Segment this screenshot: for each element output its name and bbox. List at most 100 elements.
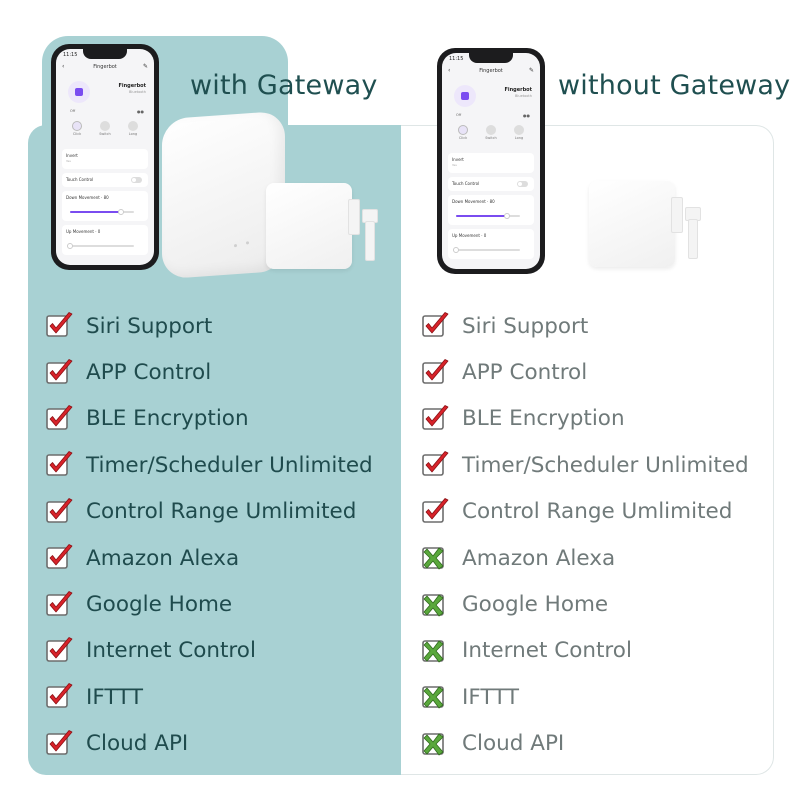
device-subtitle: Bluetooth <box>515 94 532 98</box>
up-movement-label: Up Movement · 0 <box>452 233 487 238</box>
down-movement-label-text: Down Movement <box>452 199 486 204</box>
feature-item: IFTTT <box>420 674 749 720</box>
checkbox-check-icon <box>420 404 450 434</box>
fingerbot-arm <box>688 219 698 259</box>
heading-with-gateway: with Gateway <box>190 70 378 101</box>
fingerbot-device-image <box>589 181 701 267</box>
device-name: Fingerbot <box>118 83 146 89</box>
checkbox-cross-icon <box>420 590 450 620</box>
fingerbot-app-icon <box>454 85 476 107</box>
feature-label: BLE Encryption <box>86 406 249 432</box>
mode-label: Long <box>128 132 138 136</box>
checkbox-check-icon <box>44 311 74 341</box>
feature-item: Internet Control <box>420 628 749 674</box>
feature-label: Cloud API <box>462 731 565 757</box>
touch-control-toggle <box>517 181 528 187</box>
up-movement-value: 0 <box>483 233 487 238</box>
feature-item: Timer/Scheduler Unlimited <box>44 442 373 488</box>
checkbox-check-icon <box>420 497 450 527</box>
mode-label: Switch <box>485 136 497 140</box>
power-state: Off <box>456 113 462 117</box>
touch-control-row: Touch Control <box>62 173 148 187</box>
feature-label: Siri Support <box>86 313 213 339</box>
feature-label: Timer/Scheduler Unlimited <box>462 452 749 478</box>
feature-label: APP Control <box>86 360 212 386</box>
device-name: Fingerbot <box>504 87 532 93</box>
mode-label: Click <box>72 132 82 136</box>
feature-item: Cloud API <box>420 721 749 767</box>
down-movement-row: Down Movement · 80 <box>448 195 534 225</box>
up-movement-row: Up Movement · 0 <box>448 229 534 259</box>
up-movement-value: 0 <box>97 229 101 234</box>
phone-screen: 11:15 ‹ Fingerbot ✎ Fingerbot Bluetooth … <box>442 53 540 269</box>
feature-label: Control Range Umlimited <box>462 499 733 525</box>
feature-item: Control Range Umlimited <box>44 489 373 535</box>
feature-item: Control Range Umlimited <box>420 489 749 535</box>
click-mode-icon <box>72 121 82 131</box>
up-movement-slider <box>453 247 520 253</box>
fingerbot-arm <box>671 197 683 233</box>
battery-icon: ●● <box>523 113 530 118</box>
screen-title: Fingerbot <box>93 64 117 70</box>
checkbox-check-icon <box>44 450 74 480</box>
invert-value: Yes <box>452 163 457 167</box>
feature-item: Siri Support <box>420 303 749 349</box>
mode-long: Long <box>122 121 144 136</box>
mode-switch: Switch <box>94 121 116 136</box>
up-movement-slider <box>67 243 134 249</box>
feature-item: APP Control <box>420 349 749 395</box>
down-movement-slider <box>70 209 134 215</box>
checkbox-check-icon <box>44 682 74 712</box>
feature-item: BLE Encryption <box>44 396 373 442</box>
switch-mode-icon <box>486 125 496 135</box>
up-slider-knob <box>453 247 459 253</box>
fingerbot-arm <box>348 199 360 235</box>
up-movement-label: Up Movement · 0 <box>66 229 101 234</box>
feature-label: Control Range Umlimited <box>86 499 357 525</box>
feature-label: Amazon Alexa <box>462 545 616 571</box>
checkbox-check-icon <box>44 590 74 620</box>
device-subtitle: Bluetooth <box>129 90 146 94</box>
battery-icon: ●● <box>137 109 144 114</box>
up-slider-knob <box>67 243 73 249</box>
checkbox-check-icon <box>44 404 74 434</box>
invert-row: Invert Yes <box>62 149 148 169</box>
down-slider-knob <box>504 213 511 219</box>
switch-mode-icon <box>100 121 110 131</box>
checkbox-check-icon <box>44 497 74 527</box>
down-movement-label-text: Down Movement <box>66 195 100 200</box>
down-movement-slider <box>456 213 520 219</box>
mode-selector: Click Switch Long <box>452 125 530 140</box>
feature-label: BLE Encryption <box>462 406 625 432</box>
feature-item: Siri Support <box>44 303 373 349</box>
checkbox-check-icon <box>420 450 450 480</box>
feature-item: IFTTT <box>44 674 373 720</box>
down-movement-value: 80 <box>103 195 109 200</box>
feature-label: Timer/Scheduler Unlimited <box>86 452 373 478</box>
phone-screen: 11:15 ‹ Fingerbot ✎ Fingerbot Bluetooth … <box>56 49 154 265</box>
long-mode-icon <box>514 125 524 135</box>
mode-click: Click <box>452 125 474 140</box>
mode-label: Click <box>458 136 468 140</box>
invert-value: Yes <box>66 159 71 163</box>
feature-label: Google Home <box>462 592 609 618</box>
touch-control-label: Touch Control <box>66 177 94 182</box>
mode-label: Switch <box>99 132 111 136</box>
checkbox-check-icon <box>420 311 450 341</box>
screen-title: Fingerbot <box>479 68 503 74</box>
feature-item: Google Home <box>420 581 749 627</box>
checkbox-check-icon <box>44 636 74 666</box>
feature-label: IFTTT <box>86 684 143 710</box>
mode-long: Long <box>508 125 530 140</box>
hub-led-icon <box>246 241 249 245</box>
hub-led-icon <box>234 244 237 248</box>
feature-label: Cloud API <box>86 731 189 757</box>
phone-notch <box>83 49 127 59</box>
feature-label: Internet Control <box>462 638 632 664</box>
feature-item: Amazon Alexa <box>420 535 749 581</box>
invert-row: Invert Yes <box>448 153 534 173</box>
feature-item: Timer/Scheduler Unlimited <box>420 442 749 488</box>
checkbox-cross-icon <box>420 729 450 759</box>
